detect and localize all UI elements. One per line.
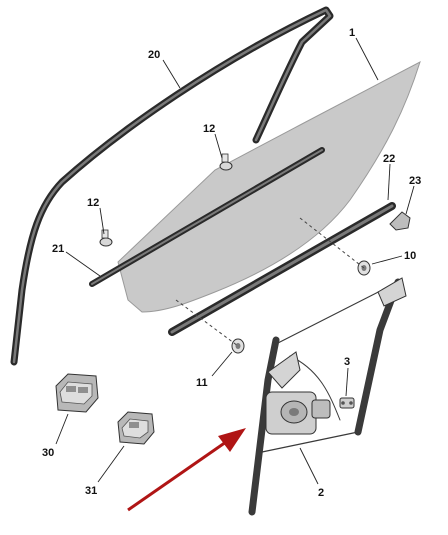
part-2-window-regulator (248, 277, 407, 516)
part-20-upper-frame-seal (10, 6, 334, 366)
callout-1: 1 (349, 27, 355, 39)
part-1-window-glass (117, 60, 421, 313)
callout-12-upper: 12 (203, 123, 215, 135)
callout-10: 10 (404, 250, 416, 262)
callout-12-lower: 12 (87, 197, 99, 209)
part-31-window-switch (117, 411, 155, 445)
callout-23: 23 (409, 175, 421, 187)
callout-2: 2 (318, 487, 324, 499)
part-30-window-switch (55, 373, 99, 413)
alignment-lines (175, 217, 365, 347)
leader-lines (55, 37, 415, 485)
part-12-clip-upper (219, 153, 233, 171)
callout-21: 21 (52, 243, 64, 255)
part-11-glass-pad (231, 338, 245, 354)
part-22-outer-belt-seal (168, 202, 396, 336)
part-10-glass-pad (357, 260, 371, 276)
callout-labels: 1 20 12 12 21 22 23 10 11 3 2 30 31 (42, 27, 421, 499)
red-indicator-arrow (127, 428, 246, 512)
part-3-connector-clip (339, 397, 355, 409)
callout-11: 11 (196, 377, 208, 389)
callout-22: 22 (383, 153, 395, 165)
callout-31: 31 (85, 485, 97, 497)
part-21-inner-belt-seal (89, 147, 325, 287)
callout-3: 3 (344, 356, 350, 368)
callout-30: 30 (42, 447, 54, 459)
callout-20: 20 (148, 49, 160, 61)
part-23-seal-end-cap (389, 211, 411, 231)
part-12-clip-lower (99, 229, 113, 247)
